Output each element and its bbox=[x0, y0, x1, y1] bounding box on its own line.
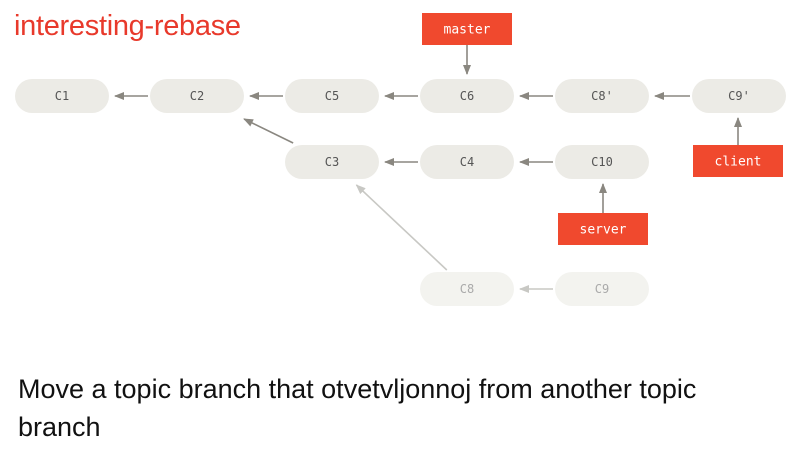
branch-label: client bbox=[715, 155, 762, 170]
branch-label: master bbox=[444, 23, 491, 38]
commit-label: C8' bbox=[591, 89, 613, 103]
commit-c8: C8 bbox=[420, 272, 514, 306]
commit-c9: C9 bbox=[555, 272, 649, 306]
commit-label: C1 bbox=[55, 89, 69, 103]
commit-c8p: C8' bbox=[555, 79, 649, 113]
edge-c8-to-c3 bbox=[355, 184, 448, 271]
slide-title: interesting-rebase bbox=[14, 10, 241, 42]
commit-label: C8 bbox=[460, 282, 474, 296]
commit-label: C3 bbox=[325, 155, 339, 169]
commit-label: C9' bbox=[728, 89, 750, 103]
branch-client: client bbox=[693, 145, 783, 177]
commit-label: C9 bbox=[595, 282, 609, 296]
commit-c3: C3 bbox=[285, 145, 379, 179]
commit-label: C2 bbox=[190, 89, 204, 103]
slide-caption: Move a topic branch that otvetvljonnoj f… bbox=[18, 374, 697, 442]
branches-layer: master client server bbox=[422, 13, 783, 245]
branch-label: server bbox=[580, 223, 627, 238]
commit-c6: C6 bbox=[420, 79, 514, 113]
branch-master: master bbox=[422, 13, 512, 45]
commit-c4: C4 bbox=[420, 145, 514, 179]
commit-label: C10 bbox=[591, 155, 613, 169]
branch-server: server bbox=[558, 213, 648, 245]
edge-c3-to-c2 bbox=[243, 118, 294, 144]
commit-c5: C5 bbox=[285, 79, 379, 113]
commit-c2: C2 bbox=[150, 79, 244, 113]
commit-label: C6 bbox=[460, 89, 474, 103]
commit-c10: C10 bbox=[555, 145, 649, 179]
commit-label: C5 bbox=[325, 89, 339, 103]
commit-c9p: C9' bbox=[692, 79, 786, 113]
commit-c1: C1 bbox=[15, 79, 109, 113]
edges-layer bbox=[114, 45, 742, 293]
commit-label: C4 bbox=[460, 155, 474, 169]
